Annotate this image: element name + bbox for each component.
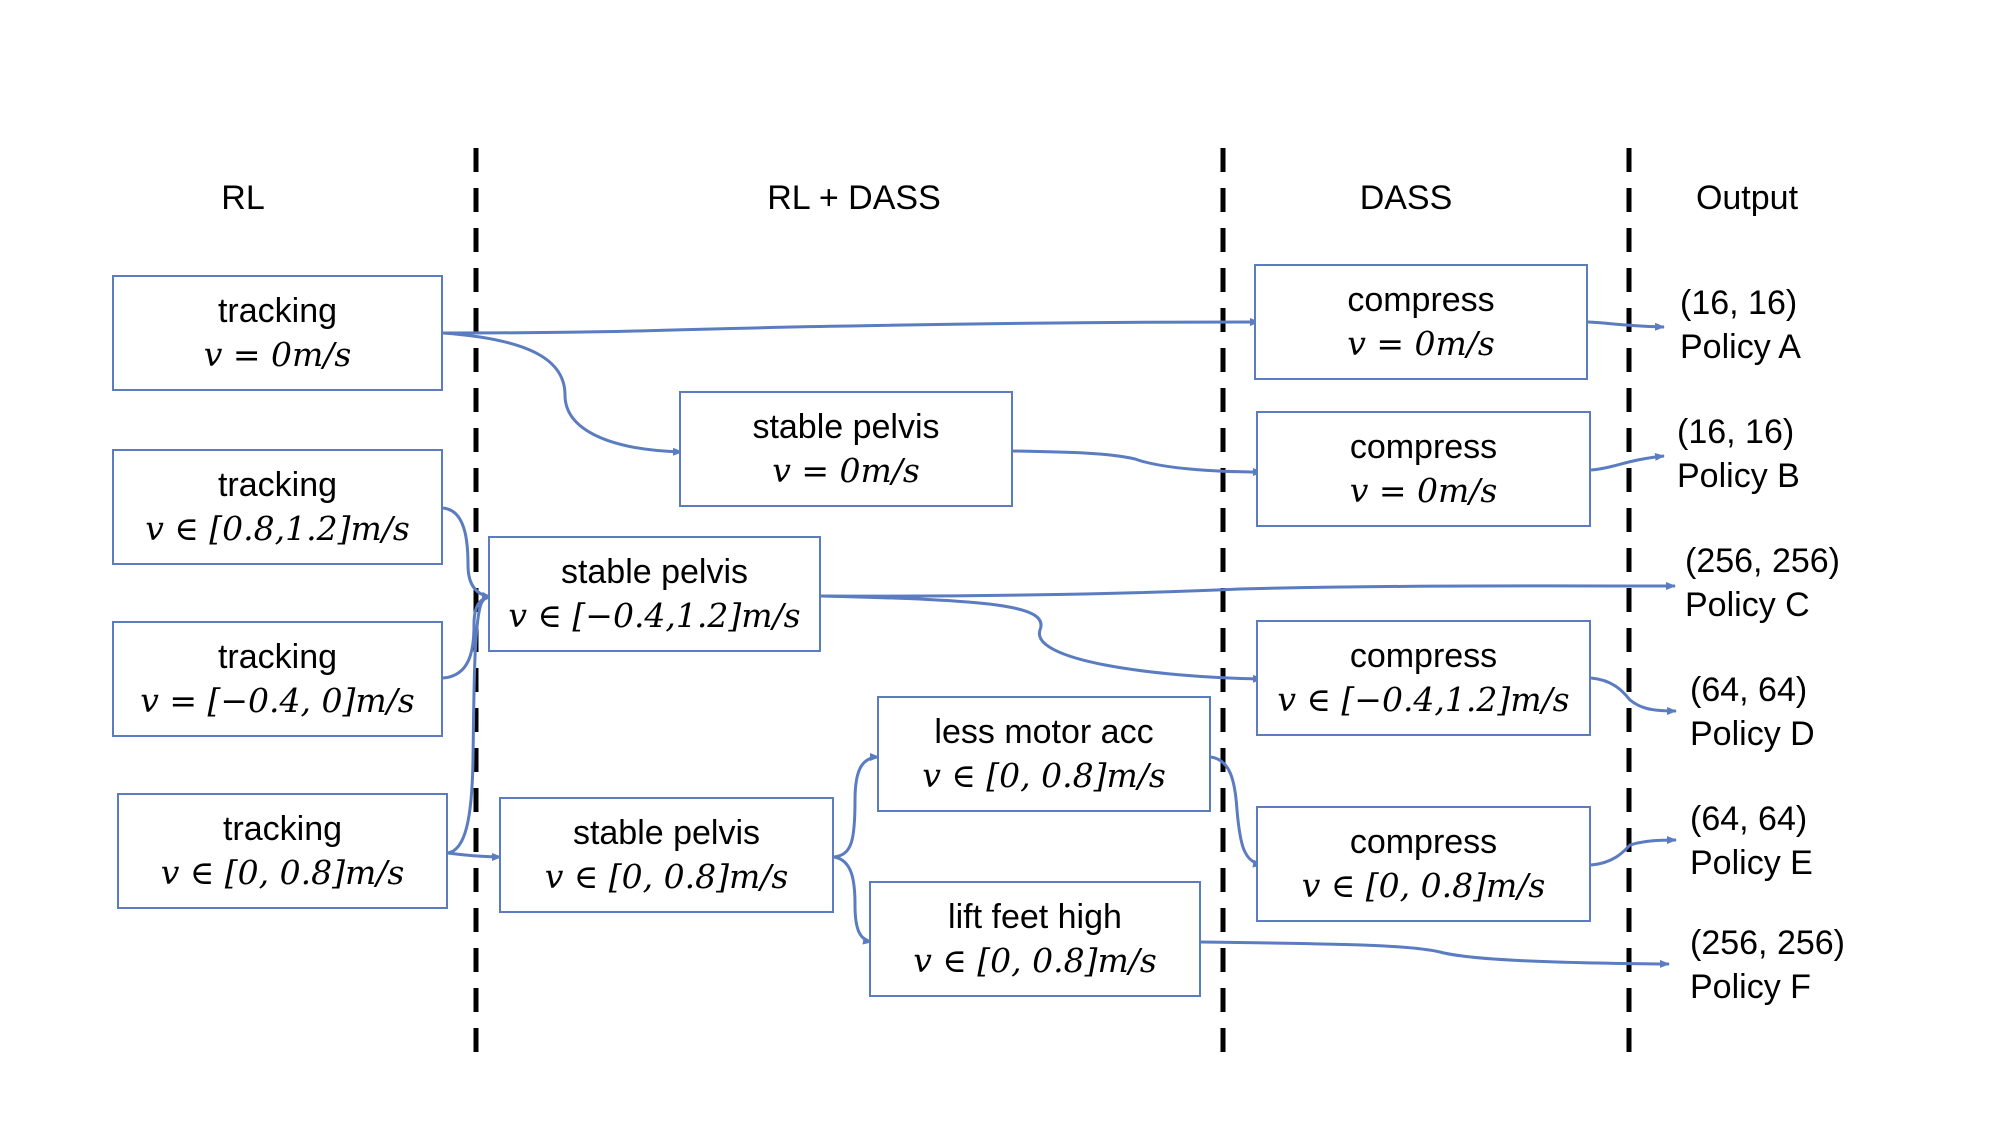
node-speed-range: v ∈ [0, 0.8]m/s — [922, 756, 1166, 795]
output-policy-c: (256, 256) Policy C — [1685, 539, 1840, 627]
arrow-mid2-to-policy-c — [820, 581, 1676, 598]
arrow-rl2-to-mid2 — [442, 506, 492, 600]
arrow-compress2-to-policy-b — [1590, 452, 1665, 472]
node-compress-e: compress v ∈ [0, 0.8]m/s — [1256, 806, 1591, 922]
node-title: stable pelvis — [560, 553, 749, 591]
output-policy-name: Policy A — [1680, 328, 1801, 366]
node-speed-range: v ∈ [0, 0.8]m/s — [160, 853, 405, 892]
output-policy-d: (64, 64) Policy D — [1690, 668, 1815, 756]
arrow-rl1-to-mid1 — [442, 331, 683, 456]
node-title: compress — [1347, 281, 1495, 319]
arrow-compress1-to-policy-a — [1587, 320, 1665, 331]
node-title: compress — [1349, 637, 1498, 675]
node-title: tracking — [217, 638, 338, 676]
output-network-size: (256, 256) — [1690, 924, 1845, 962]
arrow-mid3-to-mid5 — [833, 855, 873, 945]
output-network-size: (16, 16) — [1677, 413, 1795, 451]
node-tracking-backward: tracking v = [−0.4, 0]m/s — [112, 621, 443, 737]
node-speed-range: v ∈ [−0.4,1.2]m/s — [1277, 680, 1570, 719]
arrow-mid5-to-policy-f — [1200, 940, 1670, 968]
arrow-rl3-to-mid2 — [442, 593, 492, 680]
column-header-rl-dass: RL + DASS — [767, 179, 941, 217]
node-tracking-fast: tracking v ∈ [0.8,1.2]m/s — [112, 449, 443, 565]
node-title: compress — [1349, 428, 1498, 466]
node-title: stable pelvis — [572, 814, 761, 852]
node-speed-range: v ∈ [0.8,1.2]m/s — [145, 509, 410, 548]
node-title: compress — [1349, 823, 1498, 861]
node-speed-range: v ∈ [0, 0.8]m/s — [1301, 866, 1546, 905]
output-policy-a: (16, 16) Policy A — [1680, 281, 1801, 369]
node-compress-b: compress v = 0m/s — [1256, 411, 1591, 527]
node-speed-range: v = 0m/s — [203, 335, 352, 374]
node-speed-range: v ∈ [0, 0.8]m/s — [913, 941, 1157, 980]
output-policy-name: Policy E — [1690, 844, 1813, 882]
output-policy-b: (16, 16) Policy B — [1677, 410, 1800, 498]
column-header-dass: DASS — [1359, 179, 1453, 217]
output-policy-name: Policy D — [1690, 715, 1815, 753]
arrow-mid3-to-mid4 — [833, 753, 880, 859]
node-speed-range: v ∈ [0, 0.8]m/s — [544, 857, 789, 896]
node-title: tracking — [222, 810, 343, 848]
node-speed-range: v = 0m/s — [1349, 471, 1498, 510]
node-title: tracking — [217, 292, 338, 330]
node-tracking-zero: tracking v = 0m/s — [112, 275, 443, 391]
arrow-rl4-to-mid2 — [447, 593, 492, 855]
node-compress-a: compress v = 0m/s — [1254, 264, 1588, 380]
node-title: tracking — [217, 466, 338, 504]
output-policy-name: Policy C — [1685, 586, 1810, 624]
node-speed-range: v = 0m/s — [1347, 324, 1495, 363]
output-network-size: (256, 256) — [1685, 542, 1840, 580]
arrow-mid1-to-compress2 — [1012, 449, 1263, 476]
output-policy-name: Policy F — [1690, 968, 1811, 1006]
arrow-compress3-to-policy-d — [1590, 676, 1677, 715]
node-title: lift feet high — [948, 898, 1122, 936]
column-header-rl: RL — [221, 179, 265, 217]
arrow-rl4-to-mid3 — [447, 851, 502, 861]
node-less-motor-acc: less motor acc v ∈ [0, 0.8]m/s — [877, 696, 1211, 812]
node-title: less motor acc — [934, 713, 1154, 751]
arrow-mid2-to-compress3 — [820, 594, 1263, 683]
output-network-size: (64, 64) — [1690, 800, 1808, 838]
node-tracking-slow: tracking v ∈ [0, 0.8]m/s — [117, 793, 448, 909]
node-compress-d: compress v ∈ [−0.4,1.2]m/s — [1256, 620, 1591, 736]
node-lift-feet-high: lift feet high v ∈ [0, 0.8]m/s — [869, 881, 1201, 997]
node-speed-range: v = [−0.4, 0]m/s — [140, 681, 415, 720]
node-stable-pelvis-slow: stable pelvis v ∈ [0, 0.8]m/s — [499, 797, 834, 913]
output-policy-name: Policy B — [1677, 457, 1800, 495]
node-stable-pelvis-wide: stable pelvis v ∈ [−0.4,1.2]m/s — [488, 536, 821, 652]
arrow-mid4-to-compress4 — [1210, 755, 1263, 868]
output-policy-e: (64, 64) Policy E — [1690, 797, 1813, 885]
column-header-output: Output — [1695, 179, 1799, 217]
node-speed-range: v = 0m/s — [772, 451, 920, 490]
output-policy-f: (256, 256) Policy F — [1690, 921, 1845, 1009]
output-network-size: (16, 16) — [1680, 284, 1798, 322]
arrow-compress4-to-policy-e — [1590, 836, 1677, 867]
node-title: stable pelvis — [752, 408, 940, 446]
node-stable-pelvis-zero: stable pelvis v = 0m/s — [679, 391, 1013, 507]
arrow-rl1-to-compress1 — [442, 318, 1260, 335]
node-speed-range: v ∈ [−0.4,1.2]m/s — [508, 596, 801, 635]
output-network-size: (64, 64) — [1690, 671, 1808, 709]
